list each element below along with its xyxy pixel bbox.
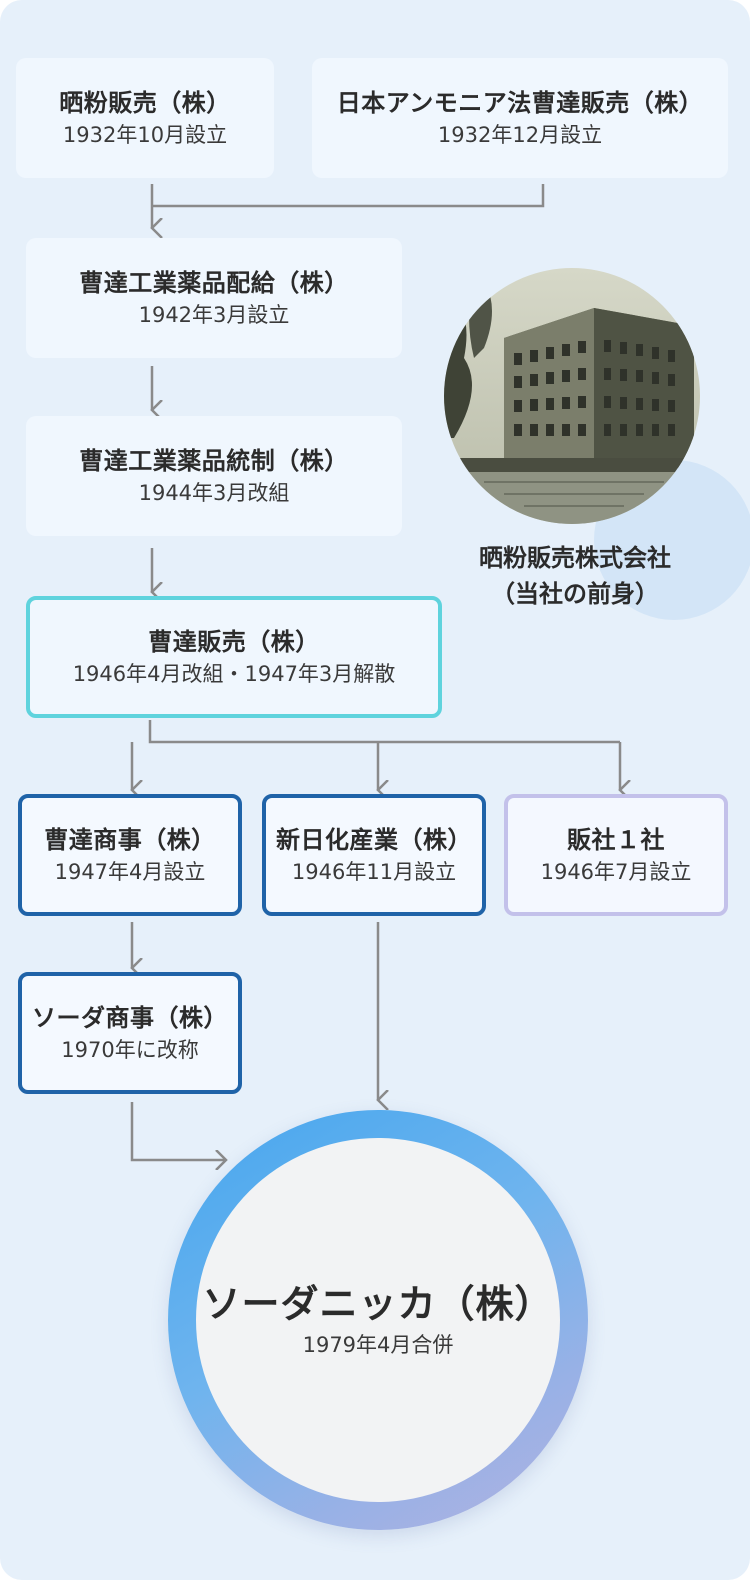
node-soda-shoji: 曹達商事（株） 1947年4月設立: [18, 794, 242, 916]
final-date: 1979年4月合併: [302, 1333, 454, 1357]
node-title: ソーダ商事（株）: [32, 1004, 228, 1032]
node-date: 1942年3月設立: [138, 303, 290, 327]
building-photo: [444, 268, 700, 524]
node-date: 1946年4月改組・1947年3月解散: [72, 662, 396, 686]
node-soda-shoji-renamed: ソーダ商事（株） 1970年に改称: [18, 972, 242, 1094]
node-title: 曹達工業薬品統制（株）: [79, 447, 349, 475]
node-title: 曹達販売（株）: [148, 628, 320, 656]
photo-caption-line1: 晒粉販売株式会社: [479, 544, 671, 572]
node-date: 1944年3月改組: [138, 481, 290, 505]
node-date: 1932年10月設立: [62, 123, 228, 147]
final-node-soda-nikka: ソーダニッカ（株） 1979年4月合併: [196, 1138, 560, 1502]
node-title: 販社１社: [567, 826, 665, 854]
node-title: 新日化産業（株）: [276, 826, 472, 854]
node-date: 1946年7月設立: [540, 860, 692, 884]
node-date: 1970年に改称: [61, 1038, 199, 1062]
node-soda-hanbai: 曹達販売（株） 1946年4月改組・1947年3月解散: [26, 596, 442, 718]
merge-connector: [152, 184, 545, 208]
node-date: 1947年4月設立: [54, 860, 206, 884]
node-soda-kogyo-yakuhin-tosei: 曹達工業薬品統制（株） 1944年3月改組: [26, 416, 402, 536]
node-date: 1946年11月設立: [291, 860, 457, 884]
node-title: 日本アンモニア法曹達販売（株）: [336, 89, 704, 117]
node-nihon-ammonia-soda-hanbai: 日本アンモニア法曹達販売（株） 1932年12月設立: [312, 58, 728, 178]
node-title: 曹達工業薬品配給（株）: [79, 269, 349, 297]
node-soda-kogyo-yakuhin-haikyu: 曹達工業薬品配給（株） 1942年3月設立: [26, 238, 402, 358]
split-connector: [148, 720, 620, 744]
arrow-n9-final: [130, 1102, 226, 1160]
node-hansha-issha: 販社１社 1946年7月設立: [504, 794, 728, 916]
node-title: 晒粉販売（株）: [59, 89, 231, 117]
node-sarashiko-hanbai: 晒粉販売（株） 1932年10月設立: [16, 58, 274, 178]
photo-caption-line2: （当社の前身）: [491, 580, 659, 608]
node-shin-nikka-sangyo: 新日化産業（株） 1946年11月設立: [262, 794, 486, 916]
final-title: ソーダニッカ（株）: [202, 1282, 554, 1326]
photo-caption: 晒粉販売株式会社 （当社の前身）: [440, 540, 710, 612]
node-date: 1932年12月設立: [437, 123, 603, 147]
node-title: 曹達商事（株）: [44, 826, 216, 854]
